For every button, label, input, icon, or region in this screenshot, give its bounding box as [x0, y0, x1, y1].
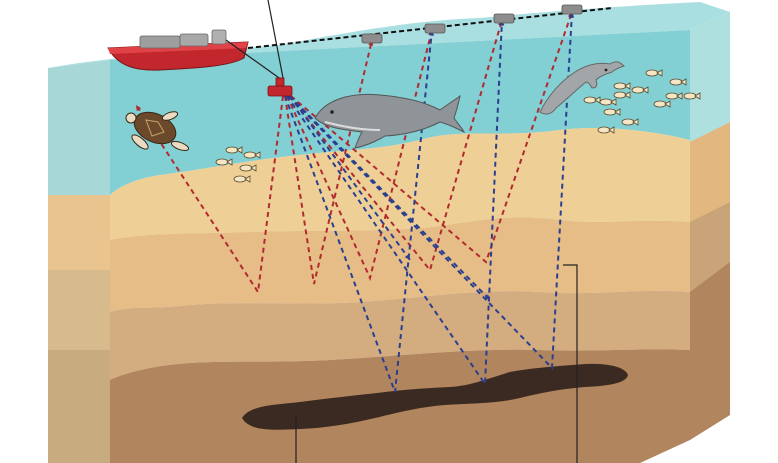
side-face-shallow — [690, 120, 730, 222]
fish-icon — [653, 100, 671, 108]
refracted-ray — [288, 11, 573, 371]
ship-icon — [107, 29, 283, 81]
oil-pocket-icon — [242, 363, 628, 430]
arrowhead-icon — [484, 294, 490, 300]
reflected-ray — [290, 11, 573, 264]
fish-icon — [215, 158, 233, 166]
turtle-icon — [125, 111, 190, 152]
side-face-water — [690, 12, 730, 142]
fish-icon — [243, 151, 261, 159]
streamer-cable — [247, 7, 613, 49]
left-face-layer3 — [48, 270, 110, 350]
hydrophone-icon — [361, 33, 383, 44]
fish-school — [215, 69, 701, 183]
arrowhead-icon — [404, 254, 410, 260]
arrowhead-icon — [569, 12, 575, 18]
fish-icon — [665, 92, 683, 100]
refracted-ray — [289, 95, 491, 301]
hydrophone-icon — [561, 4, 583, 15]
fish-icon — [621, 118, 639, 126]
fish-icon — [225, 146, 243, 154]
air-gun-icon — [267, 77, 293, 97]
fish-icon — [599, 98, 617, 106]
fish-icon — [583, 96, 601, 104]
refracted-ray — [289, 95, 411, 261]
left-face-sand — [48, 195, 110, 270]
fish-icon — [239, 164, 257, 172]
reflected-ray — [284, 39, 373, 285]
fish-icon — [683, 92, 701, 100]
fish-icon — [645, 69, 663, 77]
left-face-layer4 — [48, 350, 110, 463]
dolphin-icon — [539, 61, 625, 115]
fish-icon — [669, 78, 687, 86]
whale-icon — [314, 93, 466, 149]
side-face-mid — [690, 200, 730, 292]
fish-icon — [597, 126, 615, 134]
fish-icon — [613, 91, 631, 99]
fish-icon — [613, 82, 631, 90]
hydrophone-icon — [424, 23, 446, 34]
reflected-ray — [288, 19, 503, 273]
left-face-water — [48, 60, 110, 195]
fish-icon — [631, 86, 649, 94]
callout-line-source — [267, 0, 284, 79]
arrowhead-icon — [136, 105, 142, 111]
fish-icon — [603, 108, 621, 116]
side-face-deep — [690, 260, 730, 440]
hydrophone-icon — [493, 13, 515, 24]
seabed-sand-layer — [110, 128, 690, 240]
callout-line-layer — [563, 264, 578, 463]
refracted-ray — [284, 29, 433, 393]
reflected-ray — [135, 95, 284, 295]
fish-icon — [233, 175, 251, 183]
